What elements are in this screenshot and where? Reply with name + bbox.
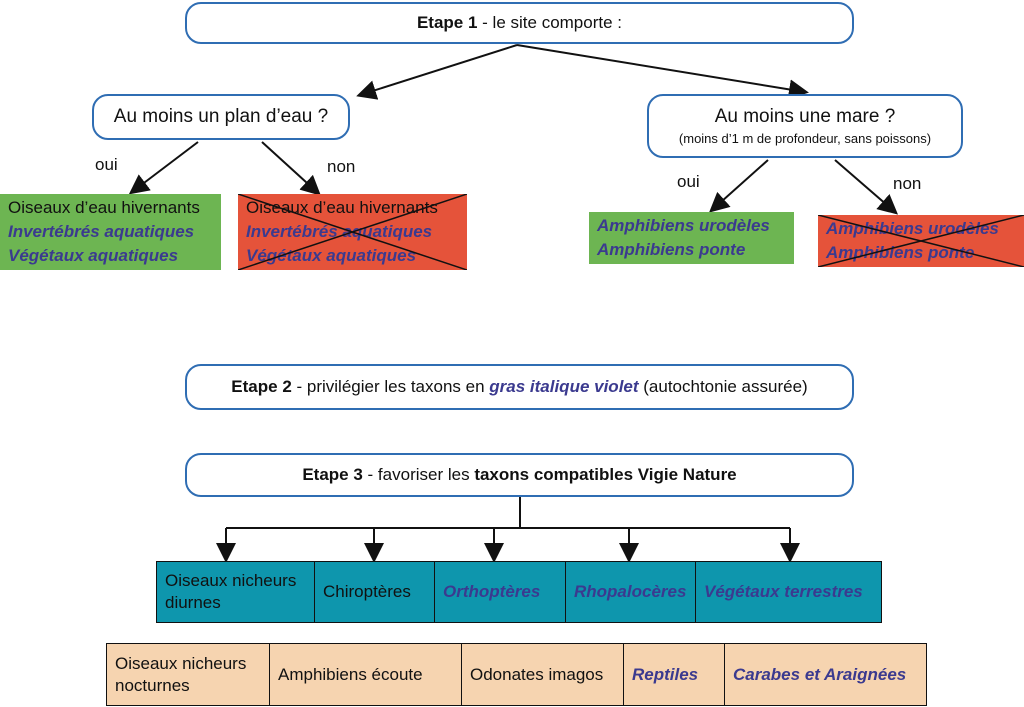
taxon-label: Oiseaux nicheurs diurnes [165, 571, 297, 612]
step3-box: Etape 3 - favoriser les taxons compatibl… [185, 453, 854, 497]
right-no-label: non [893, 174, 922, 193]
left-yes-line2: Invertébrés aquatiques [8, 222, 195, 241]
left-yes-line3: Végétaux aquatiques [8, 246, 179, 265]
left-yes-box: Oiseaux d’eau hivernants Invertébrés aqu… [0, 194, 221, 270]
left-no-line2: Invertébrés aquatiques [246, 222, 433, 241]
step3-title-bold: Etape 3 [302, 465, 363, 484]
question-mare-text: Au moins une mare ? [714, 106, 896, 127]
question-plan-eau-text: Au moins un plan d’eau ? [113, 106, 329, 127]
right-no-line1: Amphibiens urodèles [826, 219, 999, 238]
taxon-cell: Oiseaux nicheurs nocturnes [106, 643, 269, 706]
taxon-label: Végétaux terrestres [704, 582, 863, 601]
taxon-label: Chiroptères [323, 582, 411, 601]
left-yes-label: oui [95, 155, 118, 174]
right-yes-box: Amphibiens urodèles Amphibiens ponte [589, 212, 794, 264]
arrow-left-yes [128, 141, 199, 195]
step3-text-bold: taxons compatibles Vigie Nature [474, 465, 737, 484]
arrow-right-no [834, 159, 899, 215]
arrow-right-yes [709, 159, 769, 213]
taxon-cell: Amphibiens écoute [269, 643, 461, 706]
step2-title-bold: Etape 2 [231, 377, 292, 396]
question-mare: Au moins une mare ? (moins d’1 m de prof… [647, 94, 963, 158]
left-no-label: non [327, 157, 356, 176]
teal-taxa-row: Oiseaux nicheurs diurnes Chiroptères Ort… [156, 561, 882, 623]
step1-box: Etape 1 - le site comporte : [185, 2, 854, 44]
left-no-line3: Végétaux aquatiques [246, 246, 417, 265]
taxon-label: Rhopalocères [574, 582, 687, 601]
step3-text-before: - favoriser les [362, 465, 475, 484]
arrow-step1-to-right [516, 44, 809, 100]
taxon-cell: Carabes et Araignées [724, 643, 927, 706]
cross-out-icon [818, 215, 1024, 267]
arrow-step1-to-left [356, 44, 518, 100]
taxon-cell: Chiroptères [314, 561, 434, 623]
step1-title-bold: Etape 1 [416, 13, 478, 32]
taxon-cell: Oiseaux nicheurs diurnes [156, 561, 314, 623]
question-plan-eau: Au moins un plan d’eau ? [92, 94, 350, 140]
right-no-box: Amphibiens urodèles Amphibiens ponte [818, 215, 1024, 267]
right-yes-label: oui [677, 172, 700, 191]
taxon-label: Odonates imagos [470, 664, 604, 684]
right-yes-line1: Amphibiens urodèles [597, 216, 770, 235]
taxon-cell: Végétaux terrestres [695, 561, 882, 623]
arrow-left-no [261, 141, 321, 196]
taxon-label: Amphibiens écoute [278, 664, 423, 684]
step1-title-rest: - le site comporte : [477, 13, 623, 32]
cross-out-icon [238, 194, 467, 270]
taxon-label: Oiseaux nicheurs nocturnes [115, 653, 247, 695]
step2-text-after: (autochtonie assurée) [638, 377, 808, 396]
question-mare-subtext: (moins d’1 m de profondeur, sans poisson… [678, 131, 932, 146]
left-no-box: Oiseaux d’eau hivernants Invertébrés aqu… [238, 194, 467, 270]
taxon-label: Carabes et Araignées [733, 664, 907, 684]
taxon-cell: Orthoptères [434, 561, 565, 623]
taxon-cell: Rhopalocères [565, 561, 695, 623]
step2-text-before: - privilégier les taxons en [291, 377, 490, 396]
taxon-cell: Reptiles [623, 643, 724, 706]
peach-taxa-row: Oiseaux nicheurs nocturnes Amphibiens éc… [106, 643, 927, 706]
left-yes-line1: Oiseaux d’eau hivernants [8, 198, 200, 217]
taxon-label: Reptiles [632, 664, 699, 684]
taxon-label: Orthoptères [443, 582, 541, 601]
step2-highlight: gras italique violet [489, 377, 639, 396]
right-no-line2: Amphibiens ponte [826, 243, 975, 262]
taxon-cell: Odonates imagos [461, 643, 623, 706]
step2-box: Etape 2 - privilégier les taxons en gras… [185, 364, 854, 410]
right-yes-line2: Amphibiens ponte [597, 240, 746, 259]
